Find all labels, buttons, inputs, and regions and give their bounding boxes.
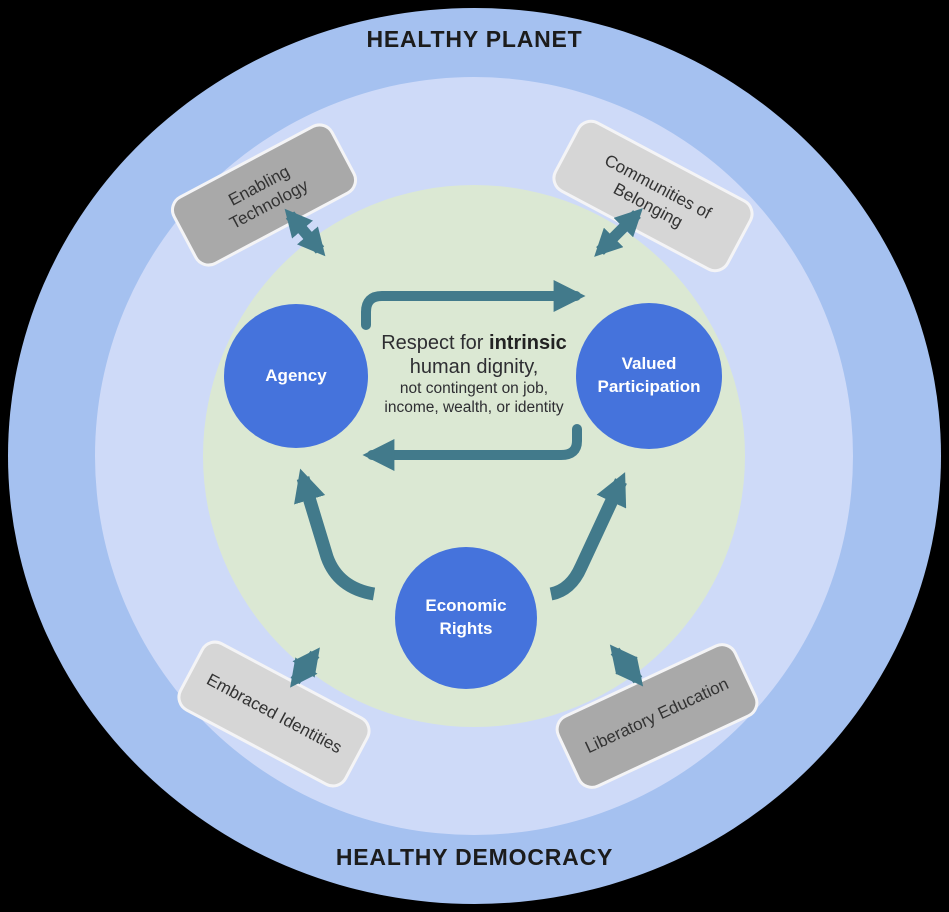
center-message-line1: Respect for intrinsic: [381, 332, 567, 354]
title-healthy-democracy: HEALTHY DEMOCRACY: [335, 844, 614, 870]
center-message-line4: income, wealth, or identity: [384, 399, 564, 416]
node-label: Agency: [265, 365, 327, 385]
node-valued-participation: Valued Participation: [576, 303, 722, 449]
center-message-line3: not contingent on job,: [399, 380, 549, 397]
center-message: Respect for intrinsic human dignity, not…: [352, 331, 596, 417]
node-economic-rights: Economic Rights: [395, 547, 537, 689]
title-healthy-planet: HEALTHY PLANET: [366, 26, 583, 52]
center-message-line2: human dignity,: [409, 356, 539, 378]
center-message-emphasis: intrinsic: [489, 332, 567, 354]
node-agency: Agency: [224, 304, 368, 448]
node-label: Economic Rights: [425, 596, 507, 638]
node-label: Valued Participation: [597, 354, 701, 396]
